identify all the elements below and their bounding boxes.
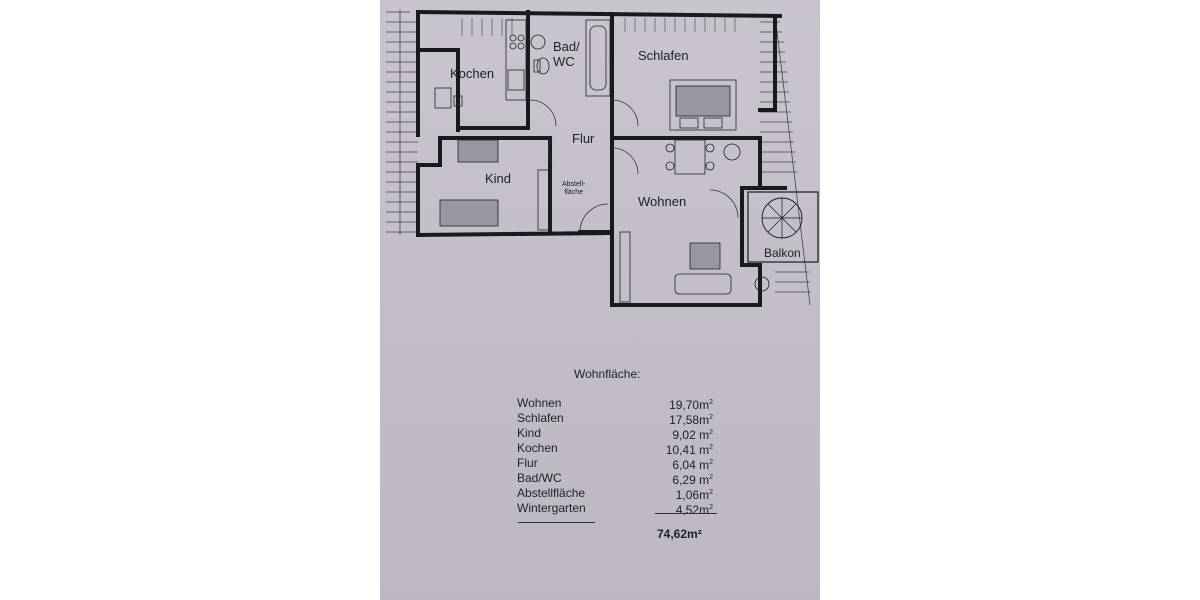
area-row: Kochen 10,41 m2 — [517, 441, 713, 457]
bathroom-furniture — [530, 19, 611, 97]
area-row-value-number: 4,52m — [675, 503, 710, 517]
roof-hatch-left — [386, 10, 418, 235]
area-row-name: Kochen — [517, 441, 558, 455]
room-label-abstell-line1: Abstell- — [562, 181, 586, 188]
area-row-unit-superscript: 2 — [709, 459, 713, 466]
area-row: Schlafen 17,58m2 — [517, 411, 713, 427]
area-row-unit-superscript: 2 — [709, 444, 713, 451]
room-label-kochen: Kochen — [450, 66, 495, 81]
room-label-kind: Kind — [485, 171, 512, 186]
area-row: Wohnen 19,70m2 — [517, 396, 713, 412]
kitchen-furniture — [434, 19, 527, 109]
area-total: 74,62m² — [657, 527, 702, 541]
room-label-wohnen: Wohnen — [638, 194, 687, 209]
area-row-unit-superscript: 2 — [709, 414, 713, 421]
area-row-name: Flur — [517, 456, 538, 470]
area-row: Bad/WC 6,29 m2 — [517, 471, 713, 487]
area-row-value: 1,06m2 — [676, 486, 713, 502]
area-row: Flur 6,04 m2 — [517, 456, 713, 472]
area-row-name: Schlafen — [517, 411, 564, 425]
area-row-value: 17,58m2 — [669, 411, 713, 427]
room-label-abstell-line2: fläche — [564, 189, 584, 196]
sum-line-names — [518, 522, 595, 523]
area-row-value: 4,52m2 — [676, 501, 713, 517]
room-label-bad: Bad/ WC — [553, 39, 580, 69]
kids-room-furniture — [439, 139, 551, 231]
area-row-unit-superscript: 2 — [709, 474, 713, 481]
area-row-unit-superscript: 2 — [709, 489, 713, 496]
area-row-value-number: 6,04 m — [672, 458, 710, 472]
area-row-value-number: 19,70m — [669, 398, 710, 412]
balcony — [747, 191, 819, 263]
area-row-value: 19,70m2 — [669, 396, 713, 412]
area-row-value-number: 9,02 m — [672, 428, 710, 442]
room-label-bad-line2: WC — [553, 54, 575, 69]
area-row-name: Abstellfläche — [517, 486, 586, 500]
area-table-title: Wohnfläche: — [574, 367, 641, 381]
area-row-value: 6,29 m2 — [672, 471, 713, 487]
area-row-unit-superscript: 2 — [709, 504, 713, 511]
area-row-value-number: 17,58m — [669, 413, 710, 427]
area-row-value: 10,41 m2 — [666, 441, 713, 457]
room-label-abstell: Abstell- fläche — [562, 181, 585, 197]
area-row-value-number: 1,06m — [675, 488, 710, 502]
floor-plan-drawing — [386, 9, 819, 307]
area-row: Kind 9,02 m2 — [517, 426, 713, 442]
room-label-schlafen: Schlafen — [638, 48, 689, 63]
area-row-value-number: 6,29 m — [672, 473, 710, 487]
room-label-flur: Flur — [572, 131, 595, 146]
area-row-unit-superscript: 2 — [709, 399, 713, 406]
roof-hatch-top — [461, 18, 736, 36]
area-row-name: Bad/WC — [517, 471, 562, 485]
area-row-value: 9,02 m2 — [672, 426, 713, 442]
area-row: Abstellfläche 1,06m2 — [517, 486, 713, 502]
room-label-bad-line1: Bad/ — [553, 39, 580, 54]
living-room-furniture — [619, 139, 770, 303]
area-row-name: Wohnen — [517, 396, 562, 410]
area-row-unit-superscript: 2 — [709, 429, 713, 436]
sum-line-values — [655, 513, 717, 514]
bedroom-bed — [669, 79, 737, 131]
room-label-balkon: Balkon — [764, 246, 801, 260]
area-row-name: Kind — [517, 426, 542, 440]
area-row-value-number: 10,41 m — [665, 443, 710, 457]
doors — [529, 99, 739, 233]
walls — [415, 9, 787, 307]
floor-plan-sheet: Kochen Bad/ WC Schlafen Flur Kind Abstel… — [380, 0, 820, 600]
area-row-name: Wintergarten — [517, 501, 586, 515]
area-row-value: 6,04 m2 — [672, 456, 713, 472]
